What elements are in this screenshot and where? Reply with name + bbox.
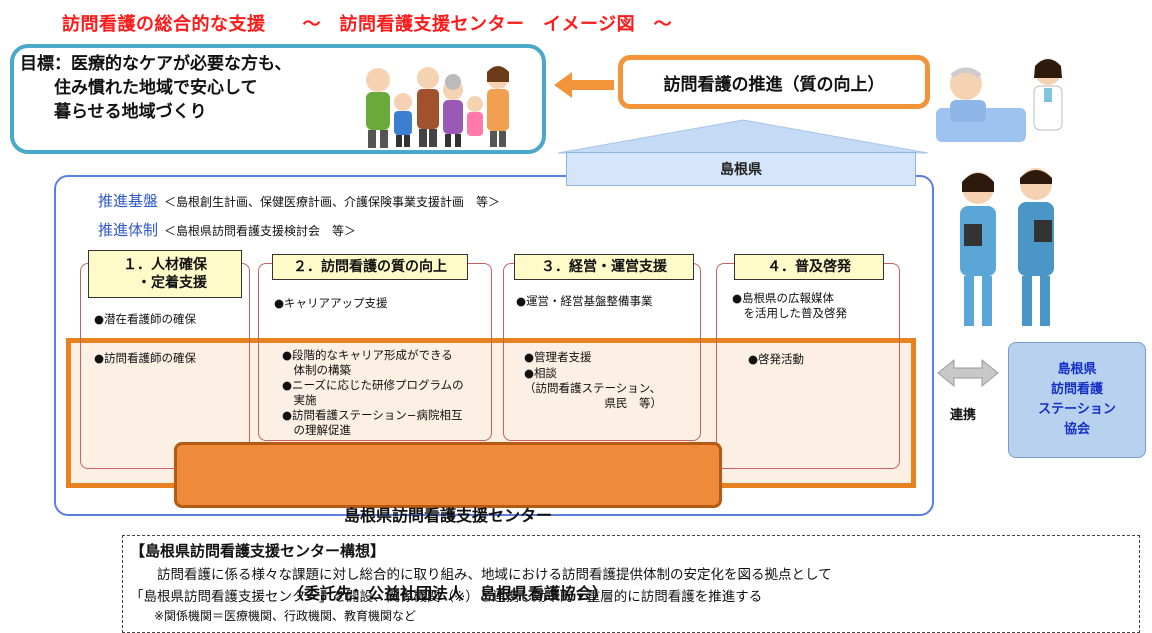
association-box: 島根県 訪問看護 ステーション 協会 [1008, 342, 1146, 458]
family-illustration [366, 66, 509, 148]
basis-system-label: 推進体制 [98, 221, 159, 239]
basis-system-detail: ＜島根県訪問看護支援検討会 等＞ [164, 224, 357, 238]
basis-foundation-label: 推進基盤 [98, 192, 159, 210]
column-4-band-item: ●啓発活動 [748, 352, 805, 366]
support-center-name: 島根県訪問看護支援センター [343, 506, 552, 525]
basis-system: 推進体制 ＜島根県訪問看護支援検討会 等＞ [98, 219, 356, 240]
column-heading-4: ４．普及啓発 [734, 254, 884, 280]
support-center-box: 島根県訪問看護支援センター （委託先：公益社団法人 島根県看護協会） [174, 442, 722, 603]
column-2-top-item: ●キャリアアップ支援 [274, 296, 388, 310]
column-3-band-item-2: ●相談 （訪問看護ステーション、 県民 等） [524, 366, 662, 410]
promotion-box: 訪問看護の推進（質の向上） [618, 55, 930, 109]
link-label: 連携 [950, 408, 977, 423]
column-3-top-item: ●運営・経営基盤整備事業 [516, 294, 653, 308]
column-heading-2: ２．訪問看護の質の向上 [272, 254, 468, 280]
concept-line-1: 訪問看護に係る様々な課題に対し総合的に取り組み、地域における訪問看護提供体制の安… [130, 567, 832, 583]
concept-line-2: 「島根県訪問看護支援センター」を開設、関係機関（※）と連携し効率的・重層的に訪問… [130, 589, 763, 605]
column-4-top-item: ●島根県の広報媒体 を活用した普及啓発 [732, 291, 847, 320]
basis-foundation: 推進基盤 ＜島根創生計画、保健医療計画、介護保険事業支援計画 等＞ [98, 190, 500, 211]
column-1-top-item: ●潜在看護師の確保 [94, 312, 197, 326]
column-2-band-item-3: ●訪問看護ステーション−病院相互 の理解促進 [282, 408, 463, 437]
column-3-band-item-1: ●管理者支援 [524, 350, 592, 364]
column-heading-3: ３．経営・運営支援 [514, 254, 694, 280]
page-title: 訪問看護の総合的な支援 ～ 訪問看護支援センター イメージ図 ～ [62, 14, 673, 35]
support-center-sub: （委託先：公益社団法人 島根県看護協会） [287, 584, 608, 603]
left-arrow-icon [554, 72, 614, 98]
prefecture-triangle [557, 119, 929, 154]
basis-foundation-detail: ＜島根創生計画、保健医療計画、介護保険事業支援計画 等＞ [164, 195, 501, 209]
column-1-band-item: ●訪問看護師の確保 [94, 351, 197, 365]
double-arrow-icon [937, 358, 999, 388]
goal-text: 目標：医療的なケアが必要な方も、 住み慣れた地域で安心して 暮らせる地域づくり [20, 54, 292, 122]
column-2-band-item-2: ●ニーズに応じた研修プログラムの 実施 [282, 378, 464, 407]
concept-line-3: ※関係機関＝医療機関、行政機関、教育機関など [130, 609, 417, 623]
column-heading-1: １．人材確保 ・定着支援 [88, 250, 242, 298]
prefecture-label: 島根県 [566, 152, 916, 186]
nurses-illustration [960, 168, 1054, 326]
column-2-band-item-1: ●段階的なキャリア形成ができる 体制の構築 [282, 348, 453, 377]
patient-doctor-illustration [936, 59, 1063, 142]
concept-title: 【島根県訪問看護支援センター構想】 [130, 542, 386, 560]
